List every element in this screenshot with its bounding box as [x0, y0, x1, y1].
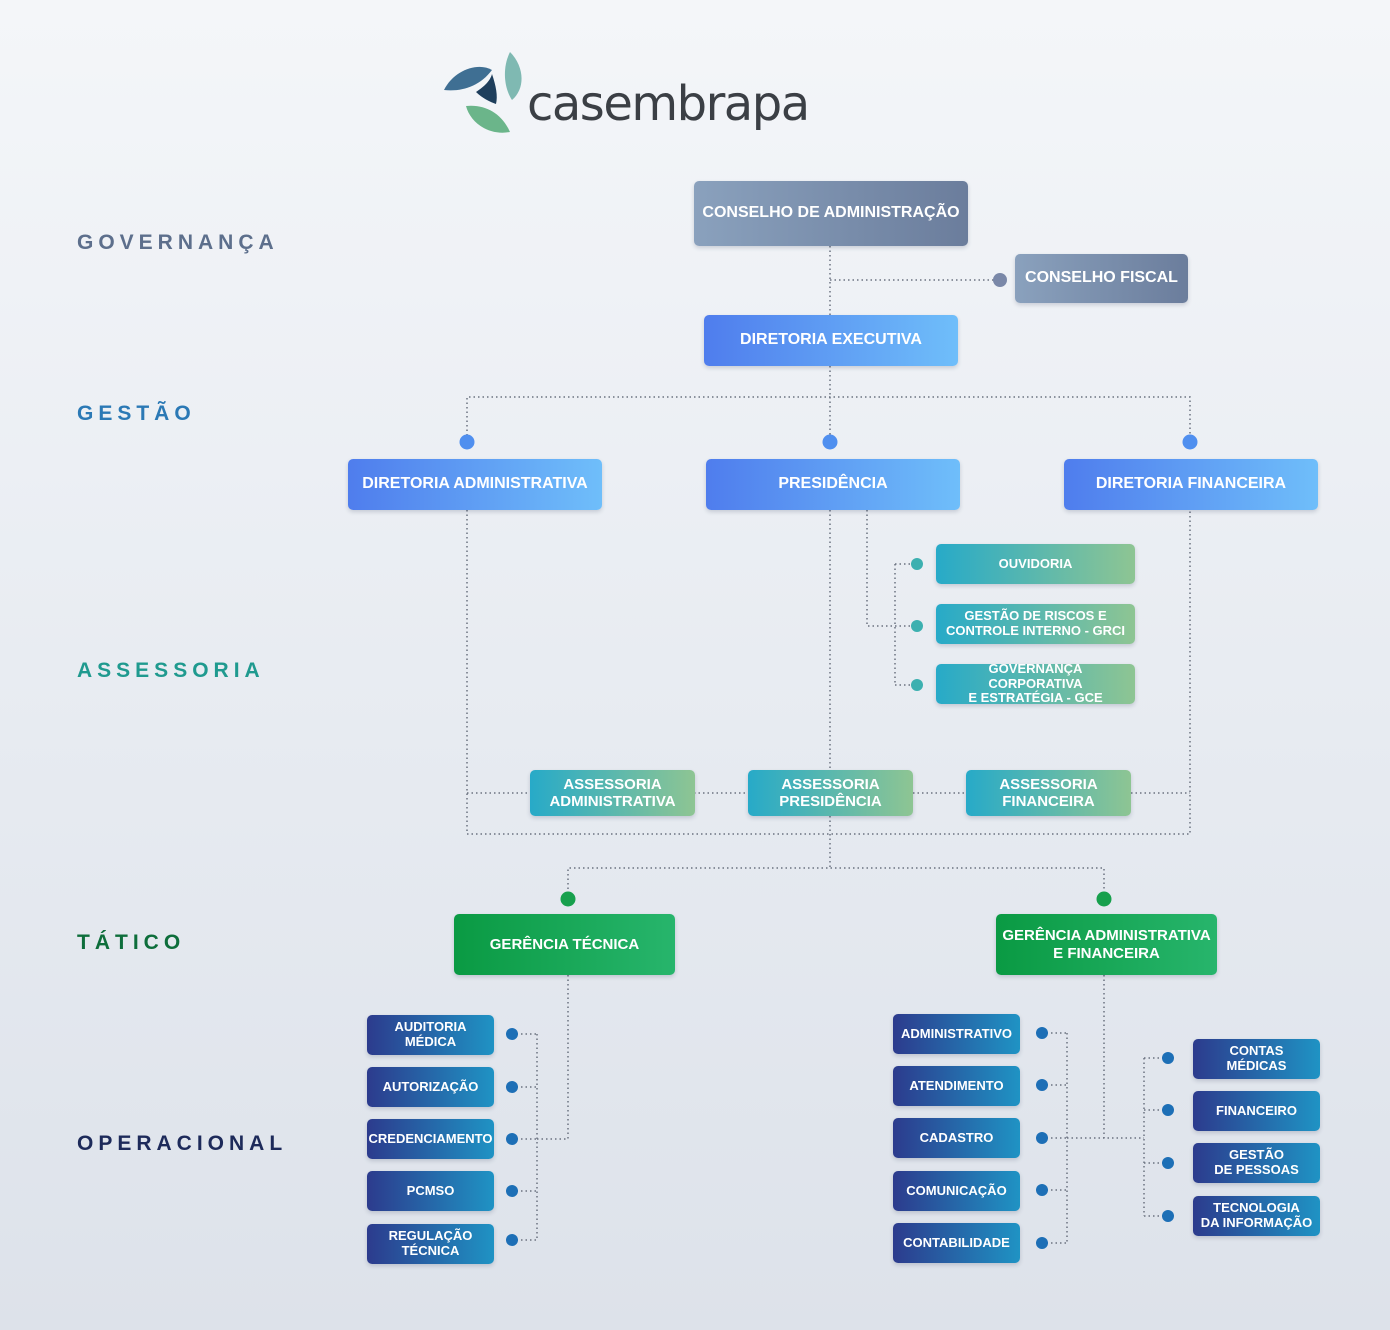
connector-dot — [560, 891, 576, 907]
box-conselho-fiscal: CONSELHO FISCAL — [1015, 254, 1188, 303]
box-assessoria-administrativa: ASSESSORIA ADMINISTRATIVA — [530, 770, 695, 816]
box-diretoria-financeira: DIRETORIA FINANCEIRA — [1064, 459, 1318, 510]
box-diretoria-executiva: DIRETORIA EXECUTIVA — [704, 315, 958, 366]
connector-dot — [911, 679, 923, 691]
connector-dot — [993, 273, 1007, 287]
box-cadastro: CADASTRO — [893, 1118, 1020, 1158]
box-credenciamento: CREDENCIAMENTO — [367, 1119, 494, 1159]
connector-dot — [506, 1234, 518, 1246]
level-governanca: GOVERNANÇA — [77, 231, 279, 254]
connector-dot — [1036, 1237, 1048, 1249]
connector-dot — [506, 1133, 518, 1145]
logo-text: casembrapa — [527, 76, 810, 132]
level-operacional: OPERACIONAL — [77, 1132, 288, 1155]
level-tatico: TÁTICO — [77, 931, 186, 954]
connector-dot — [1036, 1184, 1048, 1196]
box-comunicacao: COMUNICAÇÃO — [893, 1171, 1020, 1211]
connector-dot — [822, 434, 838, 450]
box-gerencia-tecnica: GERÊNCIA TÉCNICA — [454, 914, 675, 975]
box-tecnologia-da-informacao: TECNOLOGIA DA INFORMAÇÃO — [1193, 1196, 1320, 1236]
connector-dot — [506, 1028, 518, 1040]
connector-dot — [1162, 1052, 1174, 1064]
connector-dot — [911, 558, 923, 570]
connector-dot — [1182, 434, 1198, 450]
box-gerencia-administrativa-financeira: GERÊNCIA ADMINISTRATIVA E FINANCEIRA — [996, 914, 1217, 975]
box-auditoria-medica: AUDITORIA MÉDICA — [367, 1015, 494, 1055]
box-assessoria-financeira: ASSESSORIA FINANCEIRA — [966, 770, 1131, 816]
box-presidencia: PRESIDÊNCIA — [706, 459, 960, 510]
box-contabilidade: CONTABILIDADE — [893, 1223, 1020, 1263]
connector-dot — [1036, 1079, 1048, 1091]
box-pcmso: PCMSO — [367, 1171, 494, 1211]
box-ouvidoria: OUVIDORIA — [936, 544, 1135, 584]
box-gestao-de-pessoas: GESTÃO DE PESSOAS — [1193, 1143, 1320, 1183]
connector-dot — [1036, 1132, 1048, 1144]
box-financeiro: FINANCEIRO — [1193, 1091, 1320, 1131]
connector-dot — [1096, 891, 1112, 907]
box-assessoria-presidencia: ASSESSORIA PRESIDÊNCIA — [748, 770, 913, 816]
connector-dot — [506, 1185, 518, 1197]
connector-dot — [911, 620, 923, 632]
connector-dot — [1162, 1104, 1174, 1116]
box-atendimento: ATENDIMENTO — [893, 1066, 1020, 1106]
box-administrativo: ADMINISTRATIVO — [893, 1014, 1020, 1054]
connector-dot — [1162, 1157, 1174, 1169]
level-gestao: GESTÃO — [77, 402, 196, 425]
box-conselho-administracao: CONSELHO DE ADMINISTRAÇÃO — [694, 181, 968, 246]
box-contas-medicas: CONTAS MÉDICAS — [1193, 1039, 1320, 1079]
level-assessoria: ASSESSORIA — [77, 659, 265, 682]
box-regulacao-tecnica: REGULAÇÃO TÉCNICA — [367, 1224, 494, 1264]
box-grci: GESTÃO DE RISCOS E CONTROLE INTERNO - GR… — [936, 604, 1135, 644]
box-gce: GOVERNANÇA CORPORATIVA E ESTRATÉGIA - GC… — [936, 661, 1135, 705]
connector-dot — [459, 434, 475, 450]
box-autorizacao: AUTORIZAÇÃO — [367, 1067, 494, 1107]
box-diretoria-administrativa: DIRETORIA ADMINISTRATIVA — [348, 459, 602, 510]
casembrapa-logo — [444, 52, 522, 133]
connector-dot — [1162, 1210, 1174, 1222]
connector-dot — [1036, 1027, 1048, 1039]
connector-dot — [506, 1081, 518, 1093]
